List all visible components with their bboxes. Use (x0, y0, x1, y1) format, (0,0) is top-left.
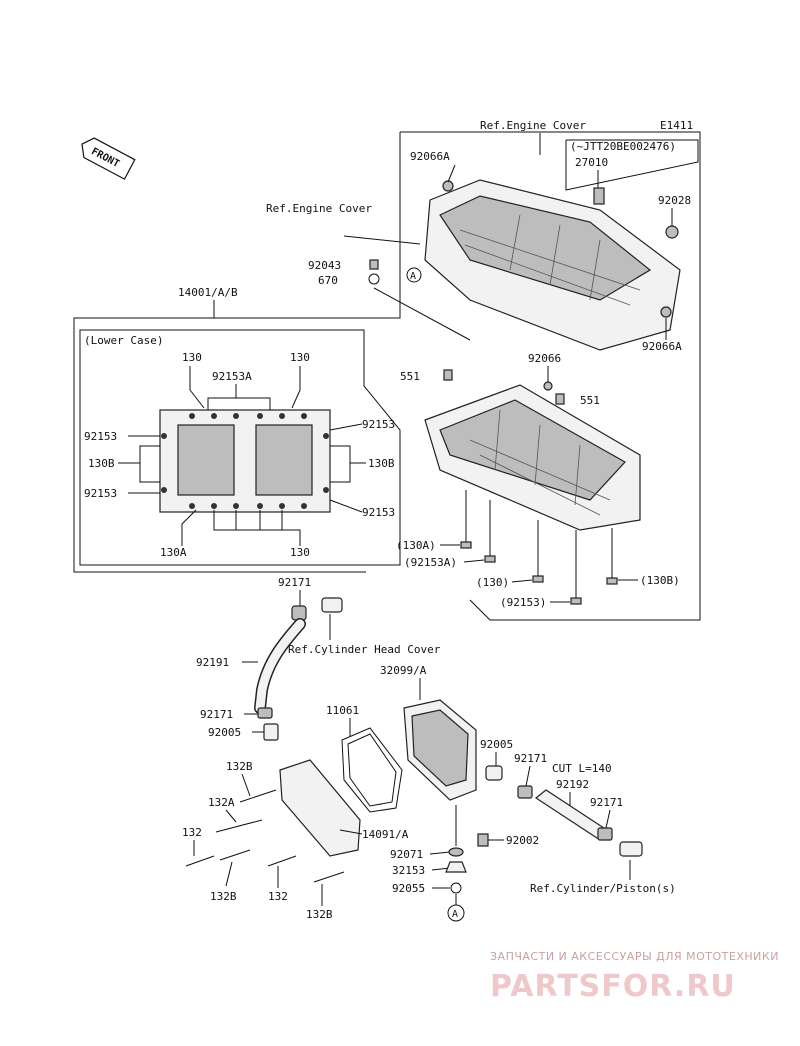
callout-92055: 92055 (392, 882, 425, 895)
callout-130B-right: 130B (368, 457, 395, 470)
callout-130B-left: 130B (88, 457, 115, 470)
front-arrow-icon: FRONT (81, 137, 136, 180)
marker-a-lower: A (452, 909, 458, 920)
hose-clamp-top (291, 605, 307, 621)
callout-132B-bottom-left: 132B (210, 890, 237, 903)
cylinder-fitting (619, 841, 643, 857)
callout-92153-right-2: 92153 (362, 506, 395, 519)
callout-130-left: 130 (182, 351, 202, 364)
upper-group-bracket (400, 131, 701, 621)
callout-11061: 11061 (326, 704, 359, 717)
breather-fitting (321, 597, 343, 613)
callout-132B-bottom-right: 132B (306, 908, 333, 921)
upper-group-bracket-left (73, 132, 401, 573)
callout-92066: 92066 (528, 352, 561, 365)
callout-92171-mid: 92171 (200, 708, 233, 721)
callout-130A-paren: (130A) (396, 539, 436, 552)
lower-case-label: (Lower Case) (84, 334, 163, 347)
callout-92043: 92043 (308, 259, 341, 272)
callout-92005-left: 92005 (208, 726, 241, 739)
oil-pan (403, 699, 477, 801)
callout-130-right: 130 (290, 351, 310, 364)
diagram-id: E1411 (660, 119, 693, 132)
callout-551-right: 551 (580, 394, 600, 407)
lower-case-box (79, 329, 401, 566)
callout-14091: 14091/A (362, 828, 409, 841)
callout-92066A-right: 92066A (642, 340, 682, 353)
watermark-logo: PARTSFOR.RU (490, 969, 736, 1004)
callout-92191: 92191 (196, 656, 229, 669)
callout-92153A-paren: (92153A) (404, 556, 457, 569)
callout-92171-top: 92171 (278, 576, 311, 589)
upper-crankcase (424, 179, 681, 351)
ref-cylinder-piston: Ref.Cylinder/Piston(s) (530, 882, 676, 895)
callout-92192: 92192 (556, 778, 589, 791)
callout-130-bottom: 130 (290, 546, 310, 559)
callout-132-bottom: 132 (268, 890, 288, 903)
callout-jtt-range: (~JTT20BE002476) (570, 140, 676, 153)
lower-case-plan-view (159, 409, 331, 513)
callout-92171-right-2: 92171 (590, 796, 623, 809)
lower-crankcase (424, 381, 641, 531)
callout-92005-right: 92005 (480, 738, 513, 751)
callout-92028: 92028 (658, 194, 691, 207)
callout-92153A-inner: 92153A (212, 370, 252, 383)
callout-27010: 27010 (575, 156, 608, 169)
ref-engine-cover-left: Ref.Engine Cover (266, 202, 372, 215)
callout-cut-length: CUT L=140 (552, 762, 612, 775)
breather-cover-plate (279, 759, 361, 857)
callout-92066A-top: 92066A (410, 150, 450, 163)
callout-132-left: 132 (182, 826, 202, 839)
callout-130A-inner: 130A (160, 546, 187, 559)
callout-132B-top: 132B (226, 760, 253, 773)
ref-engine-cover-top: Ref.Engine Cover (480, 119, 586, 132)
callout-670: 670 (318, 274, 338, 287)
callout-132A: 132A (208, 796, 235, 809)
callout-130B-paren: (130B) (640, 574, 680, 587)
callout-92153-right-1: 92153 (362, 418, 395, 431)
callout-92153-left-1: 92153 (84, 430, 117, 443)
callout-92171-right-1: 92171 (514, 752, 547, 765)
callout-32099: 32099/A (380, 664, 427, 677)
callout-92153-paren: (92153) (500, 596, 546, 609)
callout-92071: 92071 (390, 848, 423, 861)
callout-92153-left-2: 92153 (84, 487, 117, 500)
callout-130-paren: (130) (476, 576, 509, 589)
marker-a-upper: A (410, 271, 416, 282)
oil-pan-gasket (341, 727, 403, 813)
ref-cylinder-head-cover: Ref.Cylinder Head Cover (288, 643, 441, 656)
callout-551-left: 551 (400, 370, 420, 383)
callout-92002: 92002 (506, 834, 539, 847)
callout-14001: 14001/A/B (178, 286, 238, 299)
watermark-tagline: ЗАПЧАСТИ И АКСЕССУАРЫ ДЛЯ МОТОТЕХНИКИ (490, 950, 779, 963)
lower-case-bolts (460, 490, 618, 605)
callout-32153: 32153 (392, 864, 425, 877)
